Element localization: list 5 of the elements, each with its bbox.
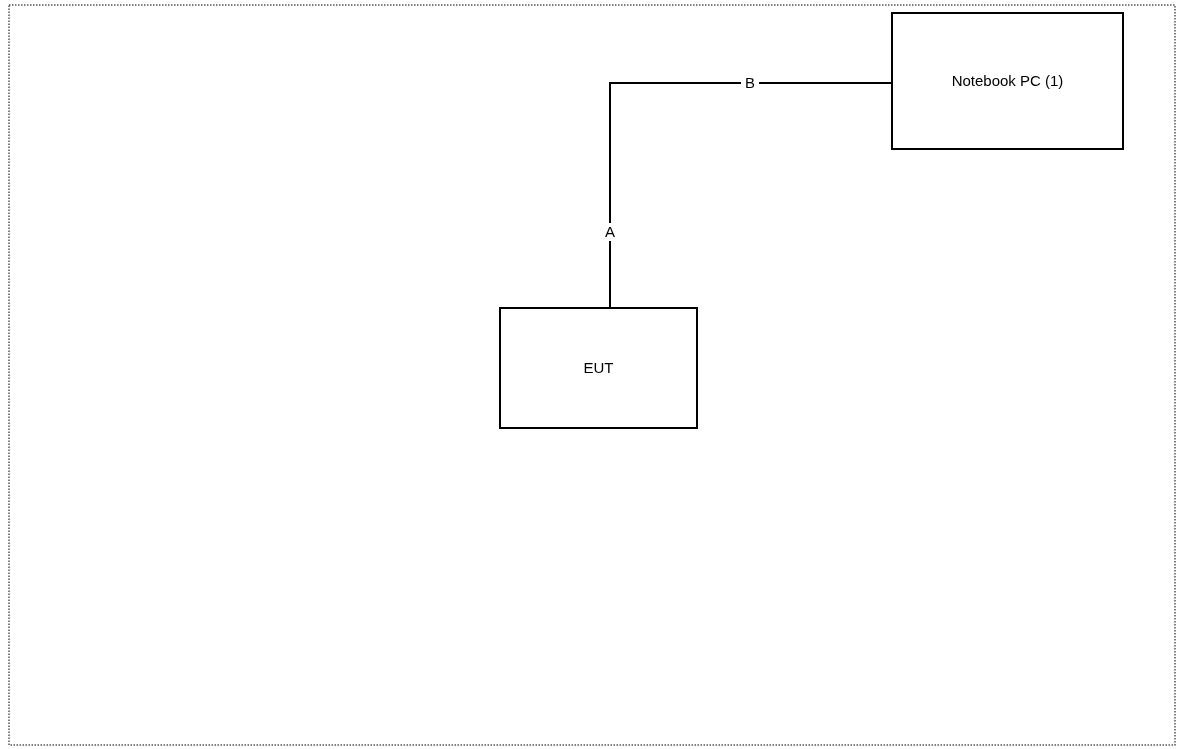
device-box <box>499 307 698 429</box>
device-name: EUT <box>583 358 614 378</box>
connector-line <box>609 82 892 308</box>
device-box <box>891 12 1124 150</box>
device-name: Notebook PC (1) <box>951 71 1064 91</box>
